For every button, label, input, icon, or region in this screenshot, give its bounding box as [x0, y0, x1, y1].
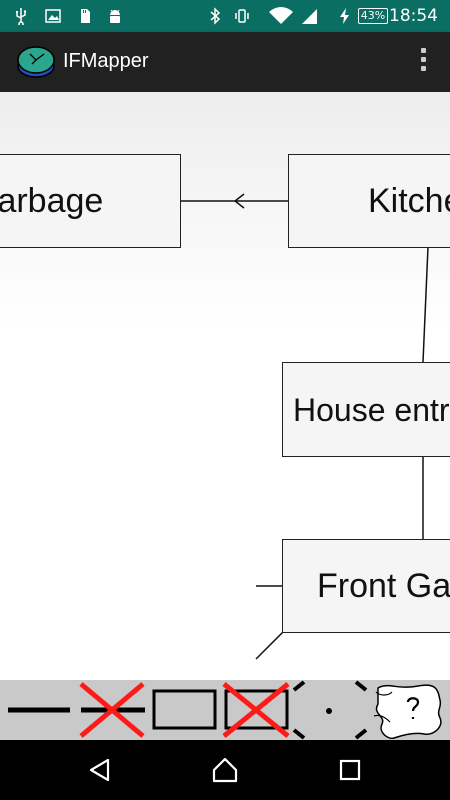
usb-icon	[16, 8, 27, 25]
add-connection-tool[interactable]	[0, 680, 75, 740]
vibrate-icon	[235, 9, 249, 23]
battery-icon: 43%	[358, 8, 388, 24]
help-scroll-icon[interactable]	[370, 680, 450, 740]
room-label: House entrance	[293, 391, 450, 428]
recents-icon[interactable]	[336, 756, 364, 784]
connection-kitchen-house-entrance	[422, 246, 429, 363]
map-canvas[interactable]: Garbage Kitchen House entrance Front Gar…	[0, 92, 450, 680]
delete-connection-tool[interactable]	[75, 680, 148, 740]
map-connections	[180, 193, 429, 660]
tool-palette	[0, 680, 450, 740]
room-front-garden[interactable]: Front Garden	[282, 539, 450, 633]
bluetooth-icon	[210, 7, 221, 25]
room-garbage[interactable]: Garbage	[0, 154, 181, 248]
app-bar: IFMapper	[0, 32, 450, 92]
cell-signal-icon	[302, 9, 317, 24]
status-bar: 43% 18:54	[0, 0, 450, 32]
overflow-menu-icon[interactable]	[418, 48, 428, 76]
sd-card-icon	[81, 9, 90, 23]
room-label: Garbage	[0, 182, 104, 220]
room-house-entrance[interactable]: House entrance	[282, 362, 450, 457]
select-area-tool[interactable]	[290, 680, 370, 740]
ifmapper-app-icon[interactable]	[16, 44, 56, 80]
home-icon[interactable]	[211, 756, 239, 784]
room-label: Front Garden	[317, 567, 450, 605]
one-way-arrow-icon	[233, 193, 245, 209]
connection-front-garden-southwest	[255, 631, 284, 660]
room-label: Kitchen	[368, 182, 450, 220]
clock: 18:54	[389, 6, 438, 26]
delete-room-tool[interactable]	[220, 680, 292, 740]
add-room-tool[interactable]	[148, 680, 220, 740]
charging-icon	[340, 8, 349, 24]
wifi-icon	[269, 7, 293, 25]
android-debug-icon	[110, 9, 120, 23]
back-icon[interactable]	[86, 756, 114, 784]
navigation-bar	[0, 740, 450, 800]
app-title: IFMapper	[63, 50, 149, 72]
room-kitchen[interactable]: Kitchen	[288, 154, 450, 248]
image-icon	[45, 9, 61, 23]
